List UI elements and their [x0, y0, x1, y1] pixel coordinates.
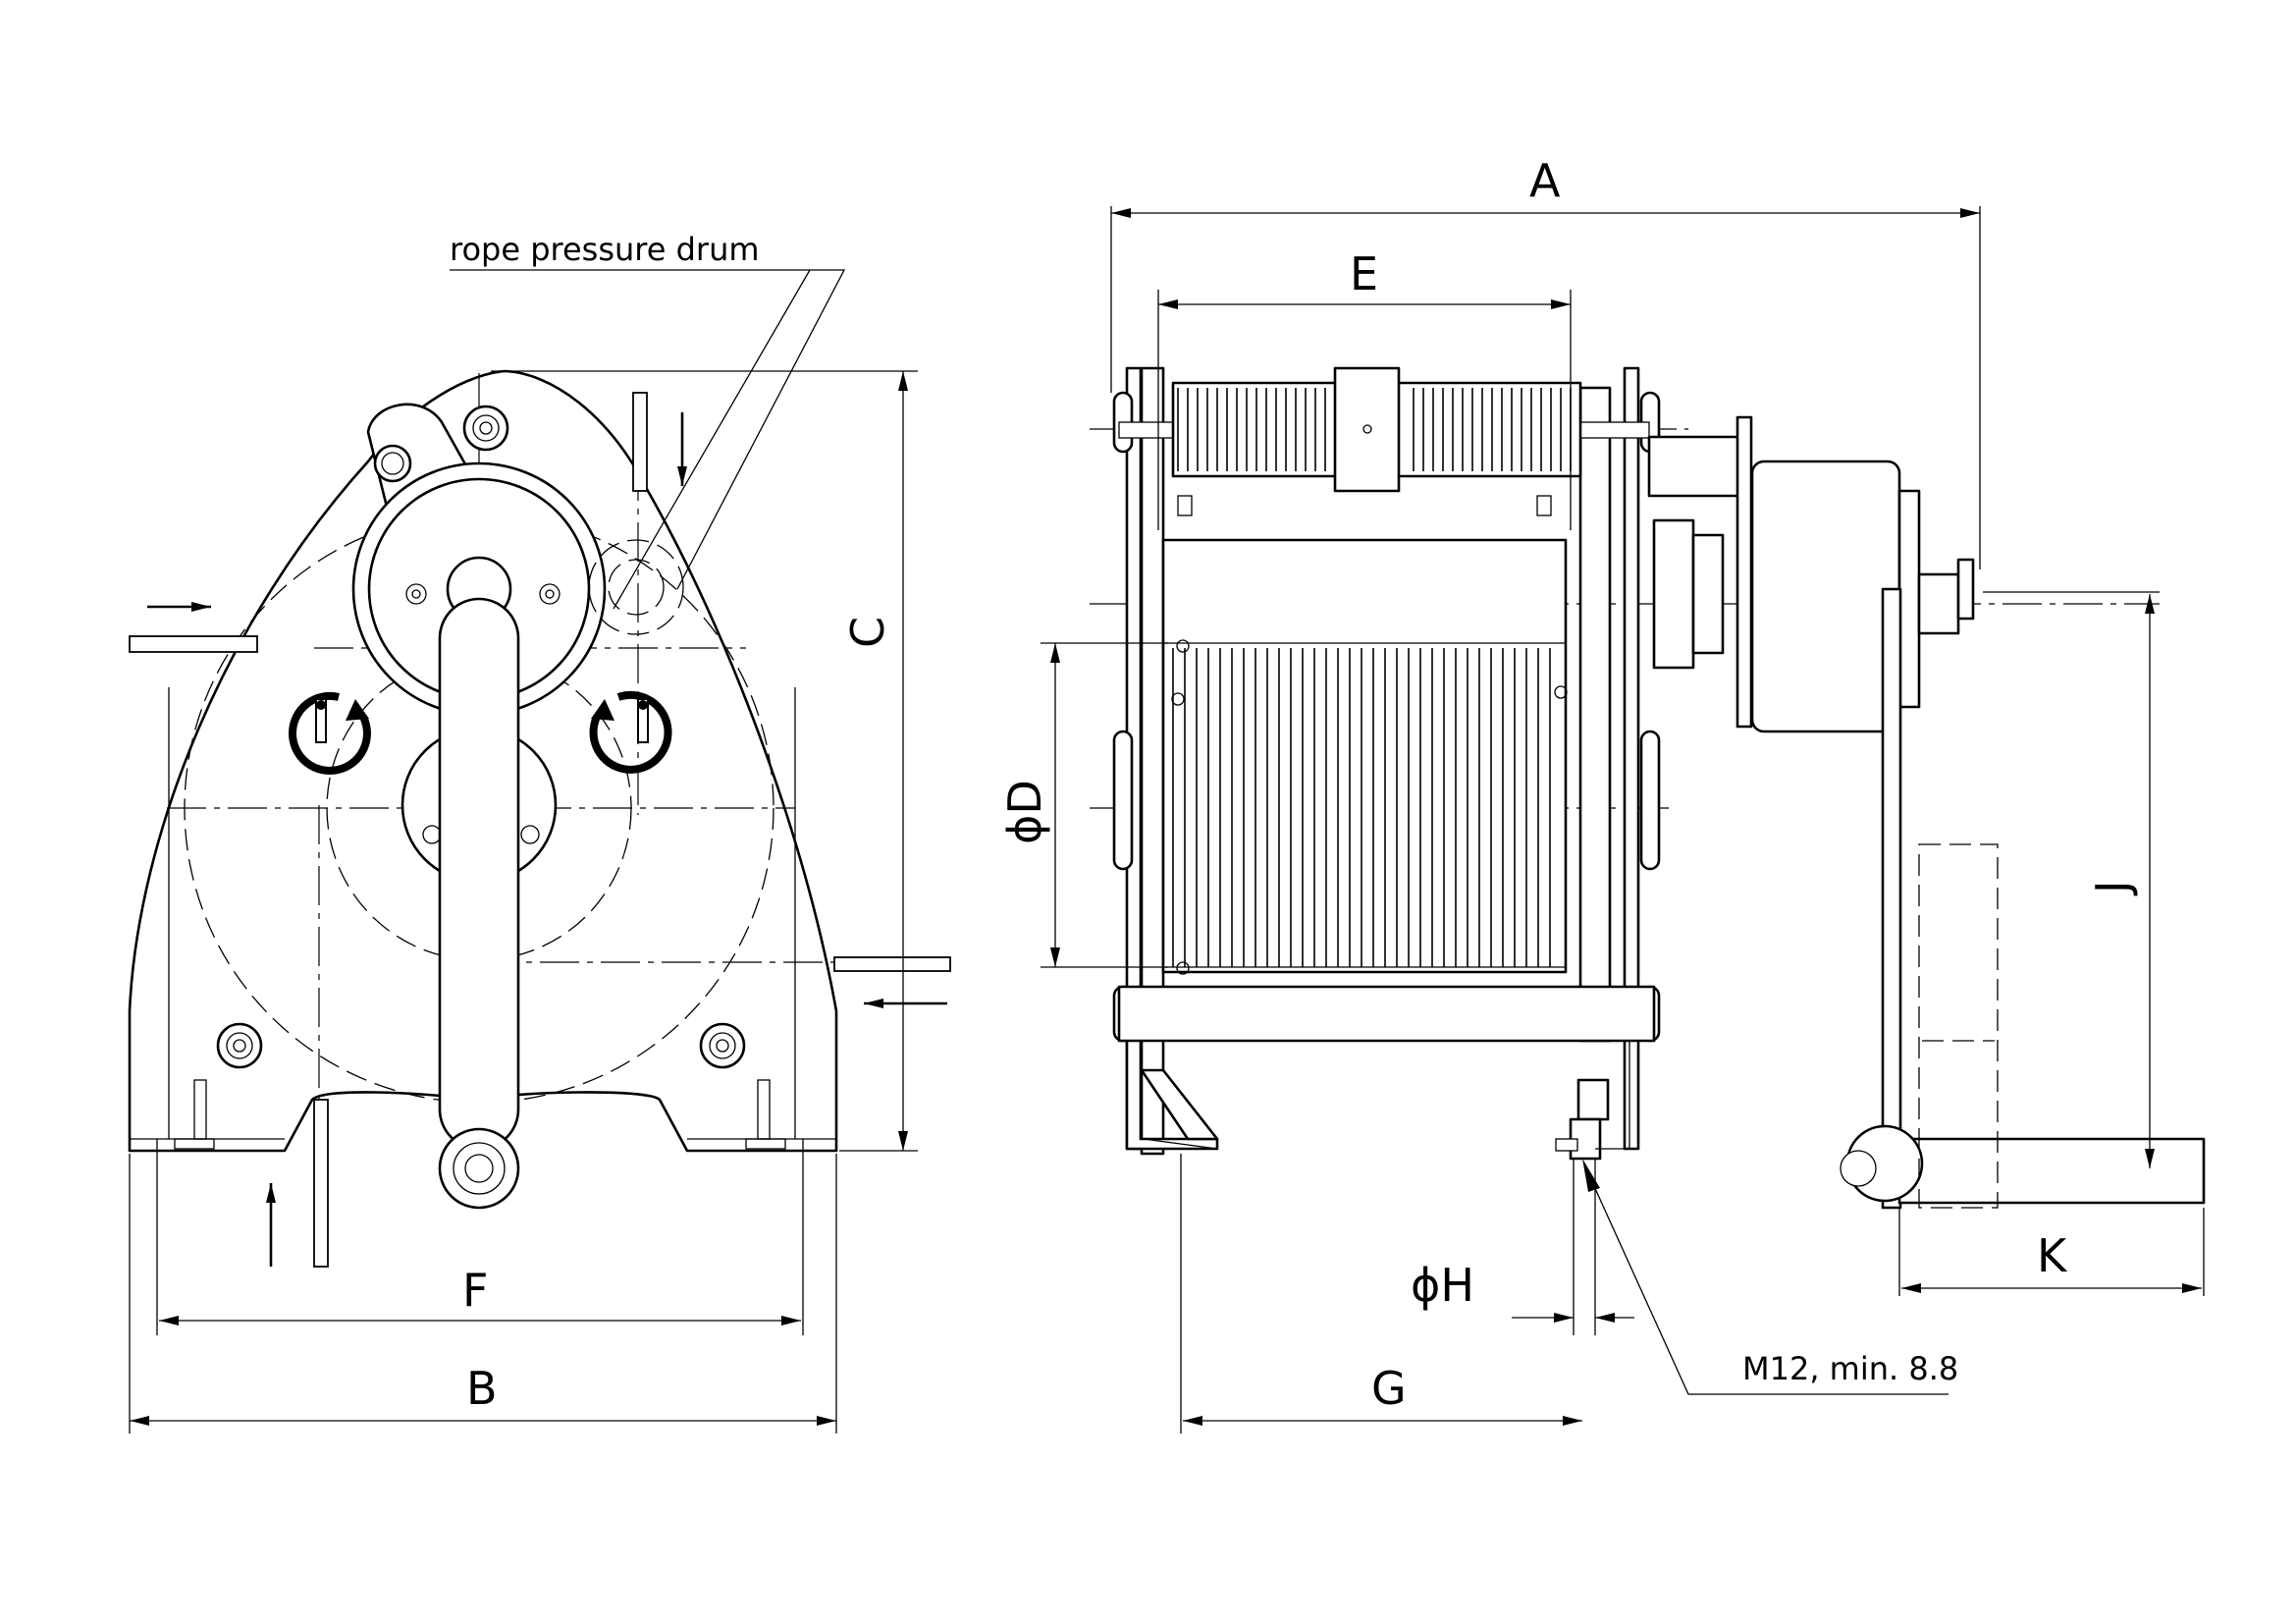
dimension-h-label: ϕH [1411, 1259, 1474, 1312]
crank-arm [438, 597, 520, 1151]
rope-drum [1161, 538, 1568, 974]
dimension-g-label: G [1371, 1362, 1407, 1415]
dimension-d-label: ϕD [998, 780, 1051, 844]
rotation-symbol-left [288, 691, 371, 775]
dimension-f-label: F [462, 1264, 488, 1317]
spring-right [1413, 388, 1572, 471]
drum-rope-windings [1172, 648, 1551, 967]
dimension-j-label: J [2086, 880, 2139, 896]
bolt-spec-label: M12, min. 8.8 [1742, 1350, 1958, 1387]
dimension-b-label: B [466, 1362, 498, 1415]
dimension-e-label: E [1350, 247, 1378, 300]
side-view [1041, 206, 2206, 1434]
rope-pressure-drum-label: rope pressure drum [450, 231, 760, 268]
front-view [128, 269, 951, 1434]
spring-left [1177, 388, 1326, 471]
rotation-symbol-right [589, 690, 672, 774]
dimension-c-label: C [841, 617, 894, 648]
dimension-k-label: K [2037, 1229, 2068, 1282]
dimension-a-label: A [1529, 154, 1561, 207]
